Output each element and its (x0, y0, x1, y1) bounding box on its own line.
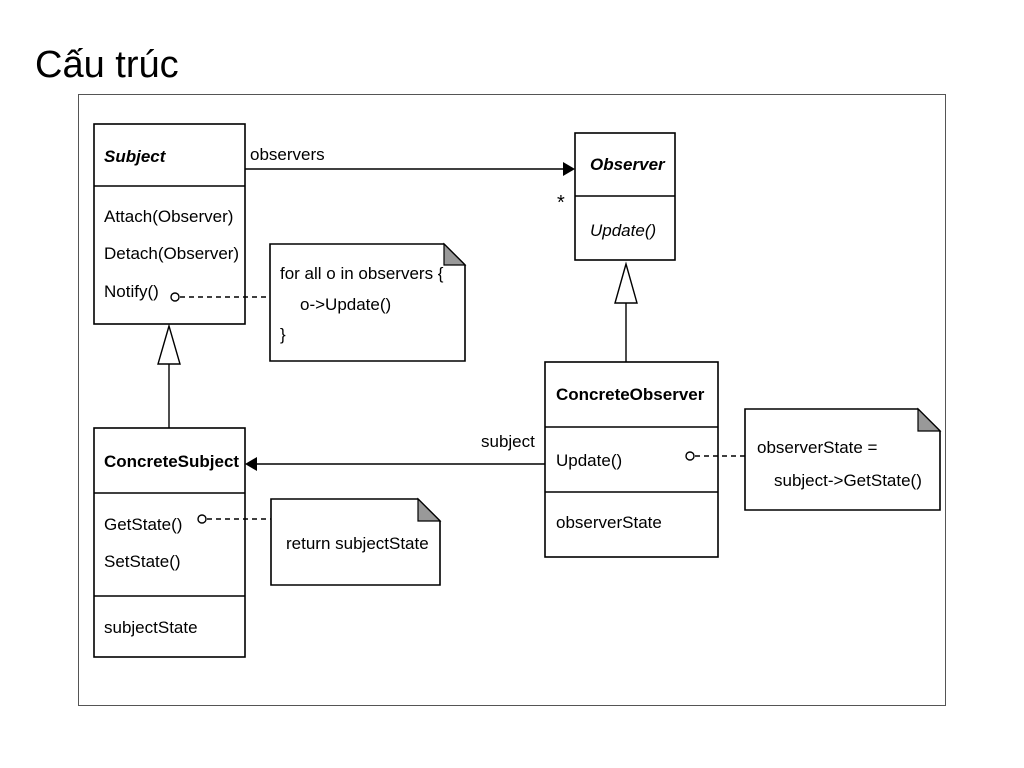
diagram-frame (78, 94, 946, 706)
class-subject-method-notify: Notify() (104, 282, 159, 301)
note-connector-get-state (197, 514, 271, 524)
association-observers: observers * (245, 145, 575, 214)
note-connector-update (685, 451, 745, 461)
association-subject: subject (245, 432, 545, 471)
class-concrete-subject-attr-subjectstate: subjectState (104, 618, 198, 637)
note-notify-line-3: } (280, 325, 286, 344)
class-concrete-subject-box (93, 427, 246, 658)
class-concrete-subject-method-getstate: GetState() (104, 515, 182, 534)
note-update-line-2: subject->GetState() (774, 471, 922, 490)
class-subject-method-attach: Attach(Observer) (104, 207, 233, 226)
class-concrete-observer-attr-observerstate: observerState (556, 513, 662, 532)
class-concrete-observer-name: ConcreteObserver (556, 385, 705, 404)
note-connector-notify (170, 292, 270, 302)
note-notify: for all o in observers { o->Update() } (269, 242, 467, 362)
generalization-concrete-subject (157, 323, 181, 428)
class-subject: Subject Attach(Observer) Detach(Observer… (93, 123, 246, 325)
association-observers-label: observers (250, 145, 325, 164)
class-subject-method-detach: Detach(Observer) (104, 244, 239, 263)
note-get-state: return subjectState (270, 497, 442, 586)
note-notify-line-2: o->Update() (300, 295, 391, 314)
generalization-concrete-observer (614, 261, 638, 362)
note-notify-line-1: for all o in observers { (280, 264, 444, 283)
slide-title: Cấu trúc (35, 44, 179, 86)
class-concrete-subject-method-setstate: SetState() (104, 552, 181, 571)
class-subject-box (93, 123, 246, 325)
class-subject-name: Subject (104, 147, 167, 166)
class-observer: Observer Update() (574, 132, 676, 261)
class-observer-name: Observer (590, 155, 666, 174)
class-concrete-observer-method-update: Update() (556, 451, 622, 470)
note-update: observerState = subject->GetState() (744, 407, 942, 511)
class-concrete-observer: ConcreteObserver Update() observerState (544, 361, 719, 558)
class-concrete-subject-name: ConcreteSubject (104, 452, 239, 471)
association-subject-label: subject (481, 432, 535, 451)
association-observers-multiplicity: * (557, 192, 565, 214)
class-concrete-subject: ConcreteSubject GetState() SetState() su… (93, 427, 246, 658)
class-observer-method-update: Update() (590, 221, 656, 240)
note-get-state-line-1: return subjectState (286, 534, 429, 553)
note-update-line-1: observerState = (757, 438, 878, 457)
